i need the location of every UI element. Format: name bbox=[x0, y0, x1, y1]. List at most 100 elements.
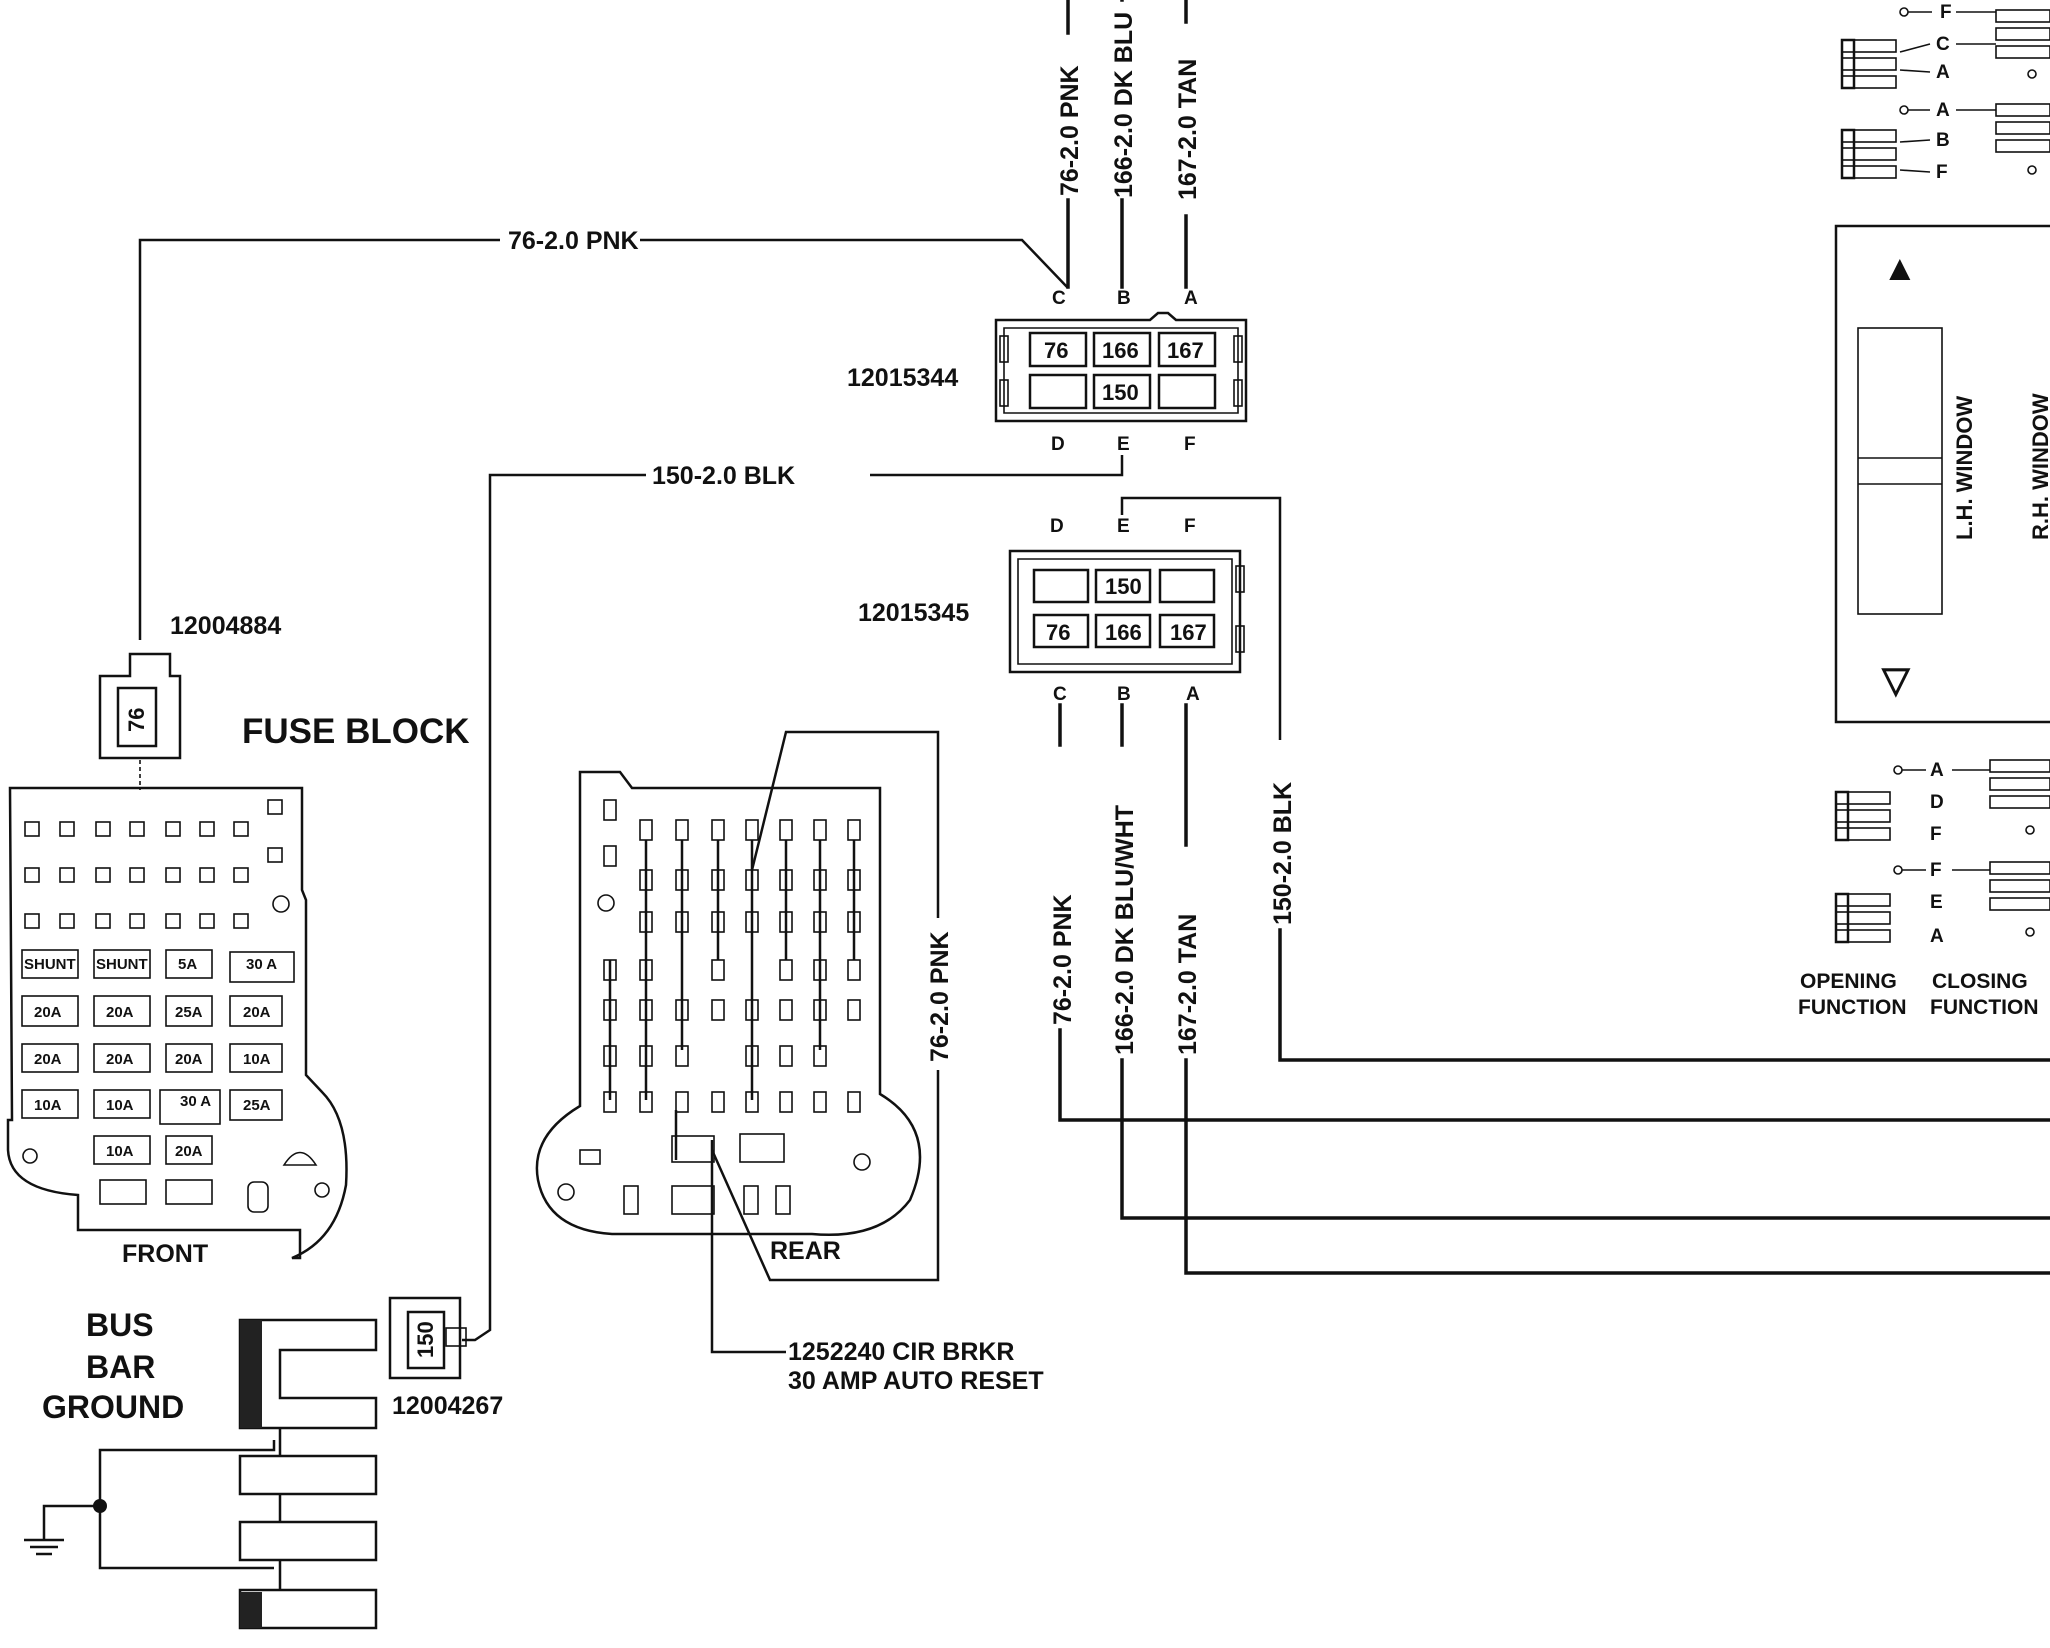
fuse-rating-15: 30 A bbox=[180, 1093, 211, 1110]
fuse-ratings: SHUNT SHUNT 5A 30 A 20A 20A 25A 20A 20A … bbox=[21, 949, 330, 1213]
cavity-150: 150 bbox=[1102, 380, 1139, 405]
bus-bar-line3: GROUND bbox=[42, 1389, 184, 1425]
fuse-rating-10: 20A bbox=[106, 1051, 134, 1068]
fuse-block-rear: REAR 76-2.0 PNK 1252240 CIR BRKR 30 AMP … bbox=[535, 730, 1044, 1395]
bus-bar-ground: BUS BAR GROUND bbox=[24, 1307, 378, 1630]
cavity-76: 76 bbox=[1044, 338, 1068, 363]
closing-function-line2: FUNCTION bbox=[1930, 996, 2039, 1019]
switch-top-letter-5: B bbox=[1936, 130, 1950, 151]
circuit-breaker-line1: 1252240 CIR BRKR bbox=[788, 1338, 1015, 1366]
switch-top-letter-2: C bbox=[1936, 34, 1950, 55]
cavity-166: 166 bbox=[1102, 338, 1139, 363]
bus-bar-line1: BUS bbox=[86, 1307, 154, 1343]
fuse-rating-16: 25A bbox=[243, 1097, 271, 1114]
ground-connector-cavity: 150 bbox=[413, 1321, 438, 1358]
pin-b-label: B bbox=[1117, 288, 1131, 309]
top-wire-group: 76-2.0 PNK 166-2.0 DK BLU 167-2.0 TAN bbox=[1056, 0, 1202, 289]
cavity-76-lower: 76 bbox=[1046, 620, 1070, 645]
pin-e-label-lower: E bbox=[1117, 516, 1130, 537]
lower-wire-label-167: 167-2.0 TAN bbox=[1174, 914, 1202, 1055]
wire-150-blk: 150-2.0 BLK bbox=[462, 455, 1124, 1342]
switch-top-letter-4: A bbox=[1936, 100, 1950, 121]
opening-function-line1: OPENING bbox=[1800, 970, 1897, 993]
opening-function-line2: FUNCTION bbox=[1798, 996, 1907, 1019]
fuse-rating-5: 20A bbox=[34, 1004, 62, 1021]
switch-top-letter-6: F bbox=[1936, 162, 1948, 183]
fuse-rating-6: 20A bbox=[106, 1004, 134, 1021]
connector-upper-part-number: 12015344 bbox=[847, 364, 958, 392]
fuse-rating-4: 30 A bbox=[246, 956, 277, 973]
cavity-167-lower: 167 bbox=[1170, 620, 1207, 645]
rear-wire-76-label: 76-2.0 PNK bbox=[926, 931, 954, 1062]
lower-wire-label-166: 166-2.0 DK BLU/WHT bbox=[1111, 805, 1139, 1055]
switch-bottom-letter-1: A bbox=[1930, 760, 1944, 781]
circuit-breaker-line2: 30 AMP AUTO RESET bbox=[788, 1367, 1044, 1395]
fuse-grid bbox=[24, 799, 290, 929]
fuse-connector-part-number: 12004884 bbox=[170, 612, 281, 640]
fuse-rating-14: 10A bbox=[106, 1097, 134, 1114]
switch-up-arrow: ▲ bbox=[1882, 247, 1918, 288]
bus-bar-line2: BAR bbox=[86, 1349, 155, 1385]
bus-bar-shade-top bbox=[240, 1320, 262, 1428]
front-label: FRONT bbox=[122, 1240, 208, 1268]
pin-e-label: E bbox=[1117, 434, 1130, 455]
bus-bar-shade-bottom bbox=[240, 1592, 262, 1628]
connector-12004267: 150 12004267 bbox=[388, 1296, 503, 1420]
closing-function-line1: CLOSING bbox=[1932, 970, 2028, 993]
top-wire-label-166: 166-2.0 DK BLU bbox=[1110, 12, 1138, 198]
cavity-150-lower: 150 bbox=[1105, 574, 1142, 599]
rear-terminals bbox=[579, 799, 861, 1215]
window-switch: F C A A B F ▲ ▽ L.H. WINDOW R.H. WINDOW bbox=[1798, 2, 2050, 1019]
switch-bottom-letter-3: F bbox=[1930, 824, 1942, 845]
connector-12004884: 12004884 76 bbox=[98, 612, 281, 790]
top-wire-label-76: 76-2.0 PNK bbox=[1056, 65, 1084, 196]
fuse-block-title: FUSE BLOCK bbox=[242, 712, 470, 751]
switch-top-letter-3: A bbox=[1936, 62, 1950, 83]
top-contacts: F C A A B F bbox=[1840, 2, 2050, 183]
wire-76-pnk: 76-2.0 PNK bbox=[138, 227, 1069, 640]
switch-bottom-letter-6: A bbox=[1930, 926, 1944, 947]
rear-label: REAR bbox=[770, 1237, 841, 1265]
wire-150-blk-label: 150-2.0 BLK bbox=[652, 462, 795, 490]
fuse-rating-2: SHUNT bbox=[96, 956, 148, 973]
fuse-block-front: FUSE BLOCK SHUNT SHUNT 5A 30 A 20A 20A 2… bbox=[6, 712, 470, 1268]
fuse-rating-8: 20A bbox=[243, 1004, 271, 1021]
cavity-166-lower: 166 bbox=[1105, 620, 1142, 645]
lower-wire-group: 76-2.0 PNK 166-2.0 DK BLU/WHT 167-2.0 TA… bbox=[1049, 703, 2050, 1275]
lower-wire-label-76: 76-2.0 PNK bbox=[1049, 894, 1077, 1025]
switch-top-letter-1: F bbox=[1940, 2, 1952, 23]
connector-lower-part-number: 12015345 bbox=[858, 599, 969, 627]
switch-bottom-letter-2: D bbox=[1930, 792, 1944, 813]
switch-body: ▲ ▽ L.H. WINDOW R.H. WINDOW bbox=[1834, 224, 2050, 724]
connector-12015344: 12015344 C B A 76 166 167 150 D E F bbox=[847, 288, 1248, 455]
switch-bottom-letter-4: F bbox=[1930, 860, 1942, 881]
switch-down-arrow: ▽ bbox=[1881, 659, 1911, 700]
pin-d-label: D bbox=[1051, 434, 1065, 455]
pin-d-label-lower: D bbox=[1050, 516, 1064, 537]
fuse-rating-11: 20A bbox=[175, 1051, 203, 1068]
ground-connector-part-number: 12004267 bbox=[392, 1392, 503, 1420]
bottom-contacts: A D F F E A OPENING FUNCTION CLOSING FUN… bbox=[1798, 759, 2050, 1019]
fuse-rating-7: 25A bbox=[175, 1004, 203, 1021]
switch-bottom-letter-5: E bbox=[1930, 892, 1943, 913]
fuse-rating-18: 20A bbox=[175, 1143, 203, 1160]
pin-a-label: A bbox=[1184, 288, 1198, 309]
top-wire-label-167: 167-2.0 TAN bbox=[1174, 59, 1202, 200]
pin-f-label: F bbox=[1184, 434, 1196, 455]
pin-b-label-lower: B bbox=[1117, 684, 1131, 705]
pin-c-label-lower: C bbox=[1053, 684, 1067, 705]
pin-a-label-lower: A bbox=[1186, 684, 1200, 705]
fuse-rating-12: 10A bbox=[243, 1051, 271, 1068]
connector-12015345: D E F 12015345 150 76 166 167 C B A bbox=[858, 496, 1282, 740]
fuse-connector-cavity: 76 bbox=[124, 708, 149, 732]
fuse-rating-3: 5A bbox=[178, 956, 197, 973]
cavity-167: 167 bbox=[1167, 338, 1204, 363]
lower-wire-label-150: 150-2.0 BLK bbox=[1269, 782, 1297, 925]
wire-76-pnk-label: 76-2.0 PNK bbox=[508, 227, 639, 255]
fuse-rating-13: 10A bbox=[34, 1097, 62, 1114]
fuse-rating-1: SHUNT bbox=[24, 956, 76, 973]
fuse-rating-9: 20A bbox=[34, 1051, 62, 1068]
pin-c-label: C bbox=[1052, 288, 1066, 309]
lh-window-label: L.H. WINDOW bbox=[1952, 396, 1977, 540]
